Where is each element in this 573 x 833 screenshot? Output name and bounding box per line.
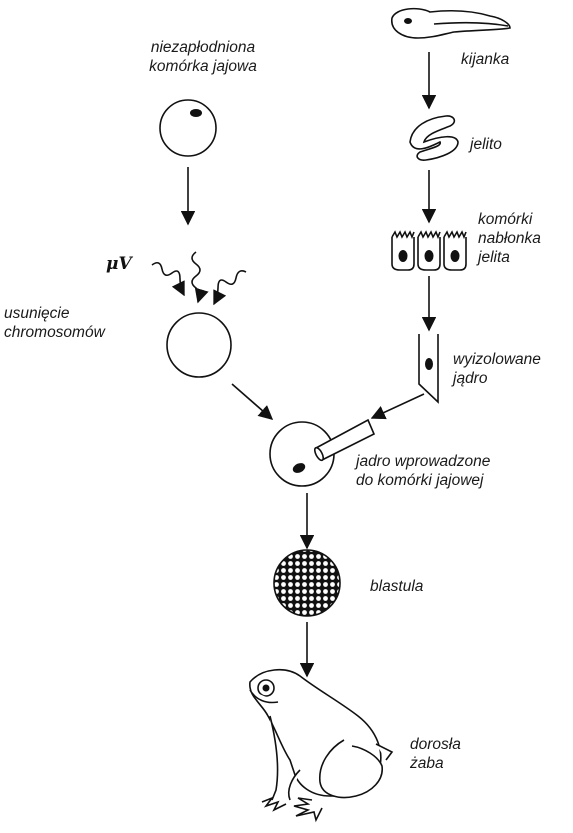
label-intestine: jelito [470,136,502,153]
uv-rays [151,251,247,306]
label-epithelial-cells: komórki nabłonka jelita [478,211,541,266]
enucleated-egg [166,312,232,378]
adult-frog [249,669,394,823]
label-isolated-nucleus: wyizolowane jądro [453,351,541,387]
label-tadpole: kijanka [461,51,510,68]
label-chromosome-removal: usunięcie chromosomów [4,305,105,341]
blastula [273,549,341,617]
arrow-pipette-to-transfer [370,393,425,420]
epithelial-cells [391,230,467,271]
intestine [409,115,459,161]
tadpole [391,7,511,39]
arrow-egg-to-transfer [231,383,274,420]
nuclear-transfer-egg [269,418,376,487]
label-nucleus-injected: jadro wprowadzone do komórki jajowej [356,453,491,489]
label-adult-frog: dorosła żaba [410,736,461,772]
unfertilized-egg [159,99,217,157]
pipette-with-nucleus [418,334,439,404]
label-blastula: blastula [370,578,424,595]
label-uv: μV [106,254,132,274]
label-unfertilized-egg: niezapłodniona komórka jajowa [149,39,257,75]
